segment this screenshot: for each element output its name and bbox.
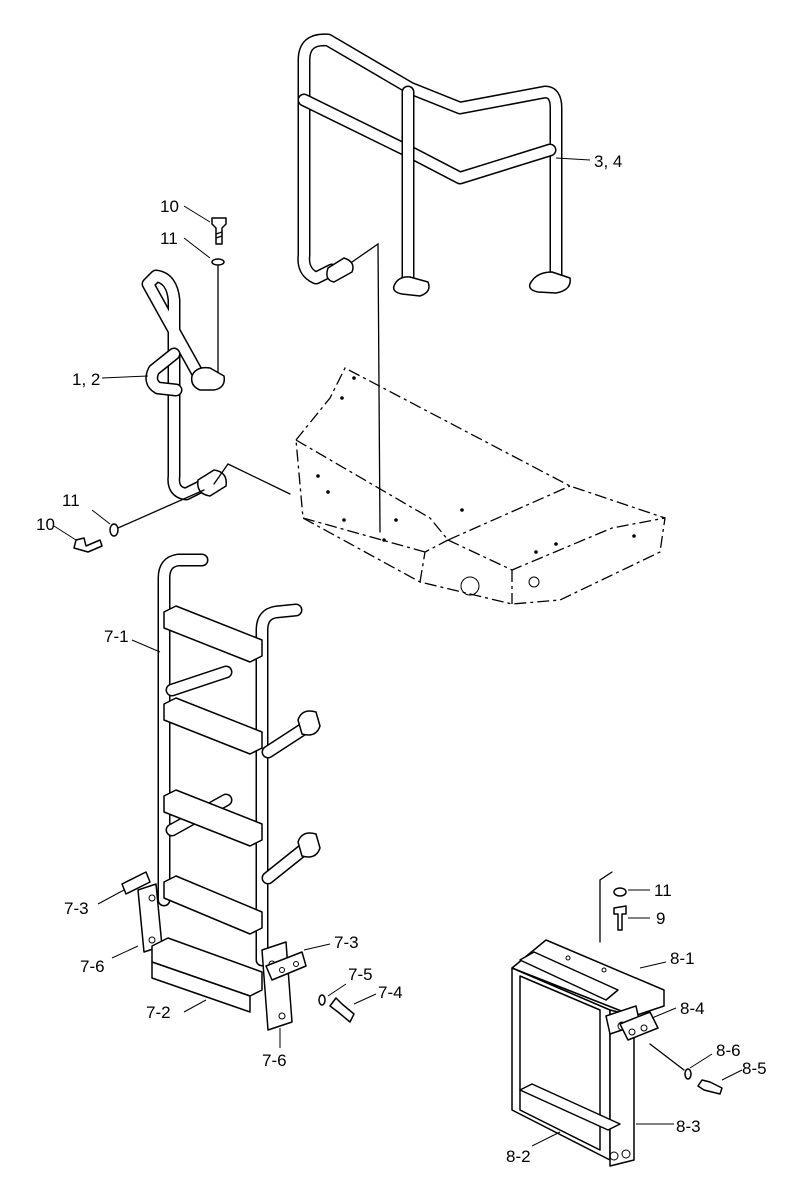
callout-7-1: 7-1 xyxy=(104,627,129,646)
step-assembly: 11 9 8-1 8-4 8-6 8-5 8-3 8-2 xyxy=(506,871,767,1167)
callout-7-4: 7-4 xyxy=(378,983,403,1002)
callout-7-3-left: 7-3 xyxy=(64,899,89,918)
upper-handrail: 3, 4 xyxy=(297,33,622,297)
callout-8-5: 8-5 xyxy=(742,1059,767,1078)
callout-9: 9 xyxy=(656,909,665,928)
ladder-assembly: 7-1 xyxy=(104,553,321,967)
callout-7-2: 7-2 xyxy=(146,1003,171,1022)
callout-7-6-right: 7-6 xyxy=(262,1051,287,1070)
callout-11-top: 11 xyxy=(160,229,178,248)
callout-11-left: 11 xyxy=(62,491,80,510)
platform-base xyxy=(295,367,666,605)
callout-1-2: 1, 2 xyxy=(72,370,100,389)
callout-8-4: 8-4 xyxy=(680,999,705,1018)
callout-10-left: 10 xyxy=(36,515,55,534)
callout-10-top: 10 xyxy=(160,197,179,216)
bolt-washer-top: 10 11 xyxy=(160,197,227,389)
callout-8-1: 8-1 xyxy=(670,949,695,968)
callout-8-3: 8-3 xyxy=(676,1117,701,1136)
bolt-washer-left: 11 10 xyxy=(36,489,205,553)
callout-11-step: 11 xyxy=(654,881,672,900)
callout-3-4: 3, 4 xyxy=(594,152,622,171)
callout-8-2: 8-2 xyxy=(506,1147,531,1166)
callout-7-6-left: 7-6 xyxy=(80,957,105,976)
callout-7-5: 7-5 xyxy=(348,965,373,984)
callout-8-6: 8-6 xyxy=(716,1041,741,1060)
callout-7-3-right: 7-3 xyxy=(334,933,359,952)
side-handrail: 1, 2 xyxy=(72,269,291,501)
ladder-brackets: 7-3 7-6 7-2 7-3 7-5 7-4 7-6 xyxy=(64,871,403,1070)
